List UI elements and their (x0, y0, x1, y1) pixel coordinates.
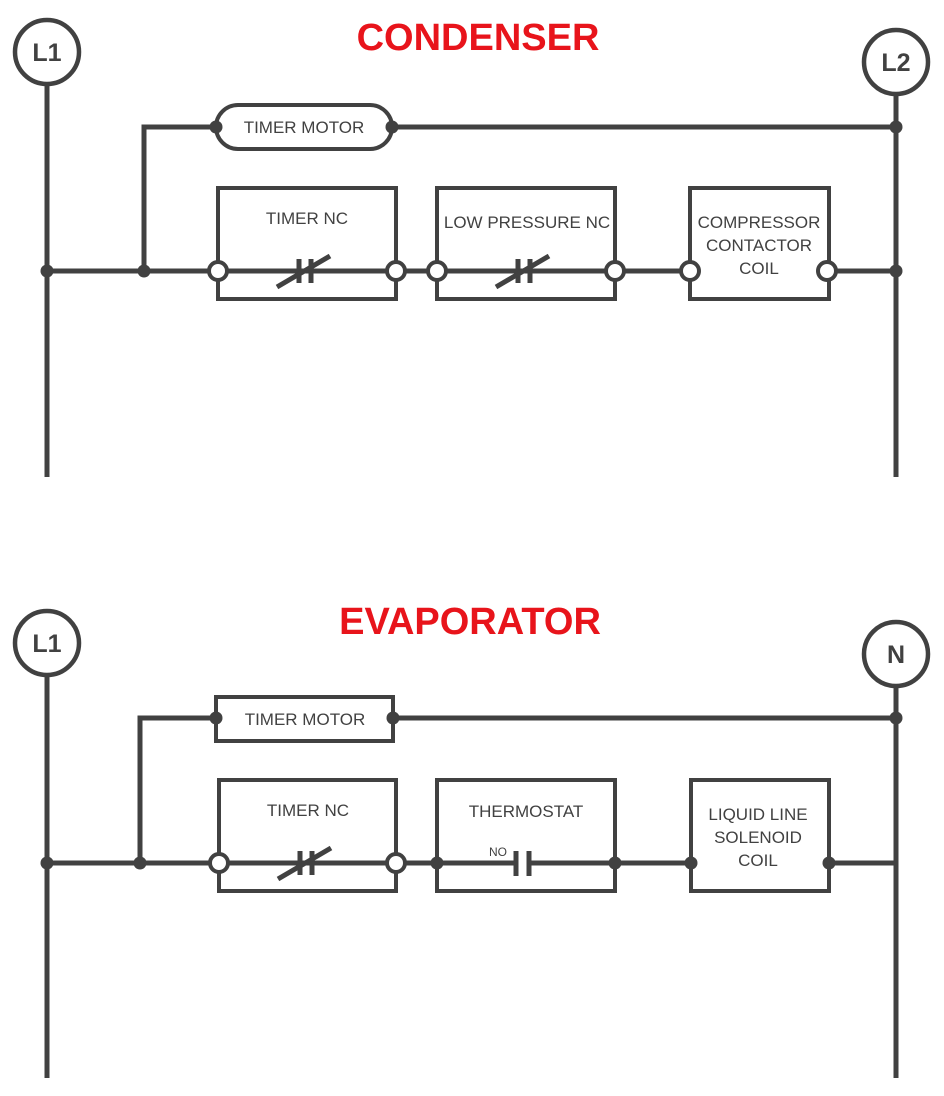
evaporator-terminal-dot (430, 856, 444, 870)
condenser-coil-label-line2: CONTACTOR (706, 236, 812, 255)
evaporator-terminal-open (208, 852, 230, 874)
condenser-timer-branch-wire (141, 124, 216, 271)
condenser-title: CONDENSER (357, 17, 600, 59)
condenser-terminal-open (426, 260, 448, 282)
condenser-l1-label: L1 (32, 39, 61, 67)
evaporator-timer-nc-slash (276, 845, 333, 882)
evaporator-timer-branch-wire (137, 715, 216, 863)
evaporator-junction-dot (889, 711, 903, 725)
condenser-l2-label: L2 (881, 49, 910, 77)
condenser-l2-node (861, 27, 931, 97)
condenser-junction-dot (889, 120, 903, 134)
condenser-terminal-dot (209, 120, 223, 134)
condenser-timer-nc-slash (275, 253, 332, 290)
evaporator-title: EVAPORATOR (339, 601, 601, 643)
condenser-low-pressure-nc-label: LOW PRESSURE NC (444, 213, 610, 232)
evaporator-coil-label-line1: LIQUID LINE (708, 805, 807, 824)
evaporator-thermostat-label: THERMOSTAT (469, 802, 584, 821)
evaporator-section: EVAPORATOR L1 N TIMER MOTOR TIMER NC (12, 601, 931, 1078)
condenser-terminal-dot (385, 120, 399, 134)
evaporator-terminal-open (385, 852, 407, 874)
evaporator-timer-motor-label: TIMER MOTOR (245, 710, 366, 729)
evaporator-terminal-dot (608, 856, 622, 870)
condenser-coil-label-line3: COIL (739, 259, 779, 278)
evaporator-n-node (861, 619, 931, 689)
condenser-terminal-open (385, 260, 407, 282)
condenser-timer-nc-box (216, 186, 398, 301)
evaporator-junction-dot (40, 856, 54, 870)
condenser-timer-motor-label: TIMER MOTOR (244, 118, 365, 137)
condenser-timer-nc-label: TIMER NC (266, 209, 348, 228)
condenser-terminal-open (679, 260, 701, 282)
evaporator-coil-label-line2: SOLENOID (714, 828, 802, 847)
evaporator-terminal-dot (209, 711, 223, 725)
condenser-junction-dot (137, 264, 151, 278)
condenser-terminal-open (816, 260, 838, 282)
evaporator-timer-nc-box (217, 778, 398, 893)
condenser-junction-dot (889, 264, 903, 278)
condenser-terminal-open (604, 260, 626, 282)
condenser-coil-label-line1: COMPRESSOR (698, 213, 821, 232)
evaporator-terminal-dot (684, 856, 698, 870)
evaporator-coil-label-line3: COIL (738, 851, 778, 870)
evaporator-terminal-dot (822, 856, 836, 870)
condenser-l1-node (12, 17, 82, 87)
evaporator-timer-nc-label: TIMER NC (267, 801, 349, 820)
condenser-compressor-coil-box (688, 186, 831, 301)
evaporator-thermostat-no-label: NO (489, 845, 507, 859)
condenser-section: CONDENSER L1 L2 TIMER MOTOR TIMER NC (12, 17, 931, 477)
evaporator-solenoid-coil-box (689, 778, 831, 893)
evaporator-n-label: N (887, 641, 905, 669)
condenser-low-pressure-nc-box (435, 186, 617, 301)
evaporator-junction-dot (133, 856, 147, 870)
condenser-junction-dot (40, 264, 54, 278)
condenser-terminal-open (207, 260, 229, 282)
evaporator-terminal-dot (386, 711, 400, 725)
evaporator-l1-label: L1 (32, 630, 61, 658)
evaporator-l1-node (12, 608, 82, 678)
condenser-low-pressure-slash (494, 253, 551, 290)
evaporator-thermostat-box (435, 778, 617, 893)
